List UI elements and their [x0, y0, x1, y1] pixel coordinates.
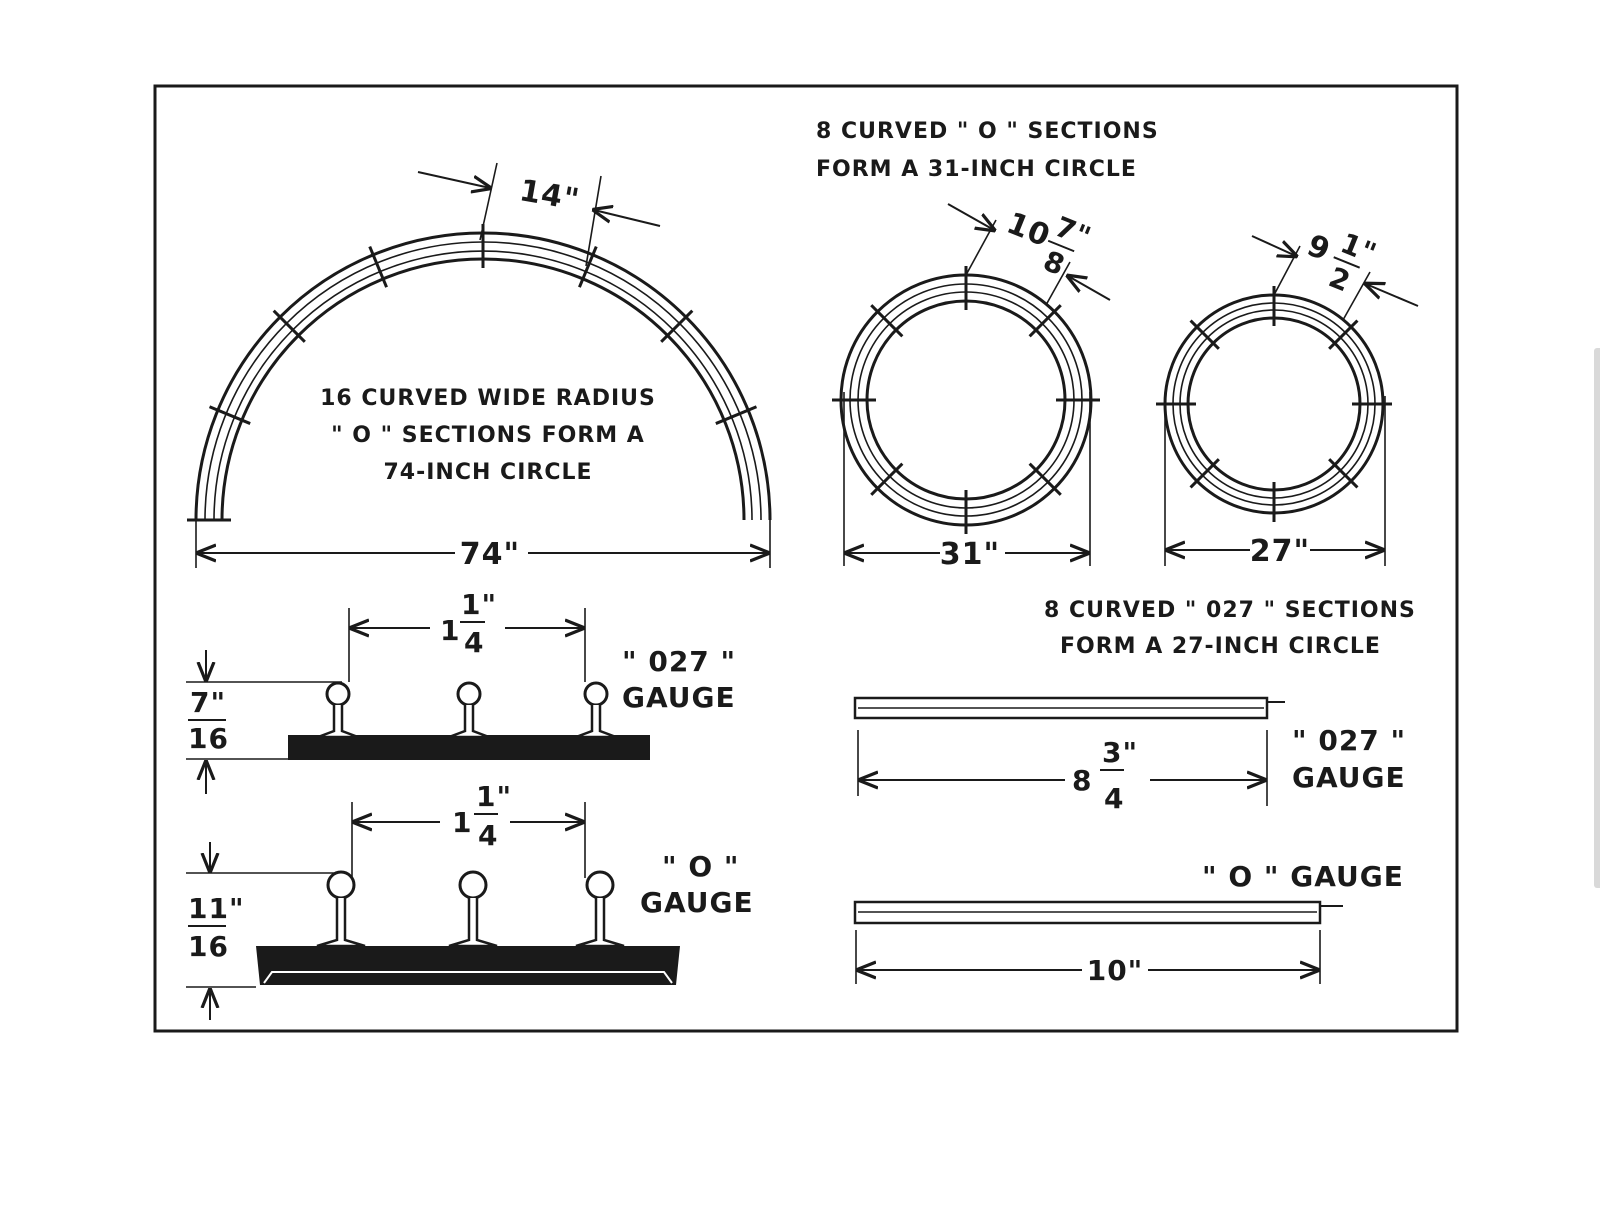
arc-caption-line-3: 74-INCH CIRCLE — [383, 460, 592, 485]
track-tie — [660, 309, 694, 343]
circle-31-section-whole: 10 — [1002, 206, 1056, 255]
profile-027-spacing-whole: 1 — [440, 614, 460, 647]
circle-27-section-whole: 9 — [1302, 228, 1335, 269]
straight-027-gauge-line-2: GAUGE — [1292, 761, 1406, 794]
track-tie — [870, 462, 904, 496]
rail-head — [456, 681, 482, 707]
rail-head — [585, 870, 615, 900]
straight-027-length-whole: 8 — [1072, 764, 1092, 797]
straight-o-gauge-label: " O " GAUGE — [1202, 860, 1404, 893]
track-tie — [1328, 319, 1359, 350]
rail-head — [458, 870, 488, 900]
circle-31-diameter: 31" — [940, 537, 1000, 572]
rail-web — [575, 898, 625, 948]
track-tie — [1328, 458, 1359, 489]
profile-o-gauge-line-2: GAUGE — [640, 886, 754, 919]
rail-web — [316, 898, 366, 948]
track-tie — [368, 245, 388, 288]
arc-74-inch: 14" 16 CURVED WIDE RADIUS " O " SECTIONS… — [187, 162, 772, 572]
profile-o-spacing-den: 4 — [478, 819, 498, 852]
circle-27-inch: 9 1" 2 27" 8 CURVED " 027 " SECTIONS FOR… — [1044, 226, 1419, 659]
track-tie — [715, 405, 758, 425]
profile-o-gauge-line-1: " O " — [662, 850, 739, 883]
straight-027-section: 8 3" 4 " 027 " GAUGE — [853, 696, 1406, 815]
rail-head — [583, 681, 609, 707]
straight-o-section: " O " GAUGE 10" — [853, 860, 1404, 987]
track-tie — [870, 304, 904, 338]
track-tie — [1028, 462, 1062, 496]
arc-diameter: 74" — [460, 537, 520, 572]
scrollbar-edge[interactable] — [1594, 348, 1600, 888]
straight-027-length-num: 3" — [1102, 736, 1138, 769]
track-tie — [208, 405, 251, 425]
straight-027-gauge-line-1: " 027 " — [1292, 724, 1406, 757]
profile-027-height-den: 16 — [188, 722, 229, 755]
profile-o-height-num: 11" — [188, 892, 245, 925]
track-tie — [1189, 458, 1220, 489]
arc-caption-line-1: 16 CURVED WIDE RADIUS — [320, 386, 656, 411]
straight-o-length: 10" — [1087, 954, 1144, 987]
circle-27-caption-line-1: 8 CURVED " 027 " SECTIONS — [1044, 598, 1416, 623]
rail-head — [326, 870, 356, 900]
profile-o-height-den: 16 — [188, 930, 229, 963]
track-tie — [1028, 304, 1062, 338]
circle-27-section-den: 2 — [1324, 261, 1355, 299]
arc-section-dim: 14" — [517, 173, 583, 218]
profile-o-spacing-whole: 1 — [452, 806, 472, 839]
profile-027-gauge-line-2: GAUGE — [622, 681, 736, 714]
profile-o-gauge: 1 1" 4 11" 16 " O " GAUGE — [186, 780, 754, 1020]
profile-027-height-num: 7" — [190, 686, 226, 719]
profile-027-spacing-den: 4 — [464, 626, 484, 659]
profile-027-gauge: 1 1" 4 7" 16 " 027 " GAUGE — [186, 588, 736, 794]
rail-head — [325, 681, 351, 707]
profile-027-spacing-num: 1" — [461, 588, 497, 621]
profile-o-spacing-num: 1" — [476, 780, 512, 813]
circle-27-caption-line-2: FORM A 27-INCH CIRCLE — [1060, 634, 1381, 659]
track-tie — [1189, 319, 1220, 350]
circle-31-inch: 8 CURVED " O " SECTIONS FORM A 31-INCH C… — [816, 119, 1159, 572]
straight-027-length-den: 4 — [1104, 782, 1124, 815]
circle-27-diameter: 27" — [1250, 534, 1310, 569]
track-tie — [578, 245, 598, 288]
profile-027-gauge-line-1: " 027 " — [622, 645, 736, 678]
rail-web — [448, 898, 498, 948]
diagram-frame — [153, 84, 1459, 1033]
rail-web — [317, 705, 359, 739]
circle-31-caption-line-2: FORM A 31-INCH CIRCLE — [816, 157, 1137, 182]
rail-web — [448, 705, 490, 739]
track-tie — [272, 309, 306, 343]
circle-31-caption-line-1: 8 CURVED " O " SECTIONS — [816, 119, 1159, 144]
rail-web — [575, 705, 617, 739]
arc-caption-line-2: " O " SECTIONS FORM A — [331, 423, 645, 448]
